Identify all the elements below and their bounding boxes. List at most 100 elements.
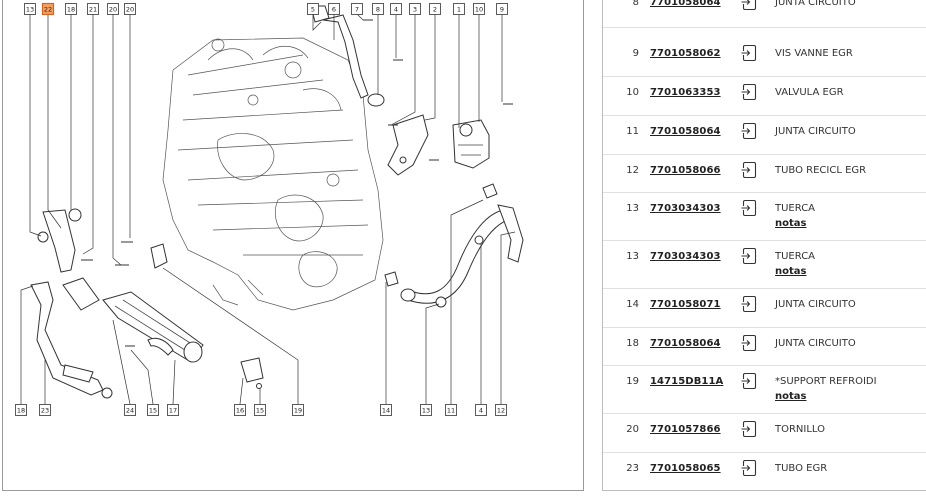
part-position-number: 12 xyxy=(626,165,639,176)
add-to-cart-icon[interactable] xyxy=(741,459,757,477)
part-description: TUERCA xyxy=(775,251,816,262)
callout-2[interactable]: 2 xyxy=(429,3,441,15)
callout-label: 3 xyxy=(413,6,417,14)
callout-15[interactable]: 15 xyxy=(147,404,159,416)
add-to-cart-icon[interactable] xyxy=(741,199,757,217)
callout-10[interactable]: 10 xyxy=(473,3,485,15)
add-to-cart-icon[interactable] xyxy=(741,161,757,179)
part-reference-link[interactable]: 7701058065 xyxy=(650,463,721,474)
part-position-number: 18 xyxy=(626,338,639,349)
callout-22[interactable]: 22 xyxy=(41,2,55,16)
callout-label: 2 xyxy=(433,6,437,14)
callout-18[interactable]: 18 xyxy=(15,404,27,416)
callout-label: 15 xyxy=(256,407,264,415)
callout-3[interactable]: 3 xyxy=(409,3,421,15)
notes-link[interactable]: notas xyxy=(775,391,807,402)
callout-19[interactable]: 19 xyxy=(292,404,304,416)
callout-label: 7 xyxy=(355,6,359,14)
part-reference-link[interactable]: 7703034303 xyxy=(650,251,721,262)
part-description: JUNTA CIRCUITO xyxy=(775,299,856,310)
callout-8[interactable]: 8 xyxy=(372,3,384,15)
part-position-number: 11 xyxy=(626,126,639,137)
parts-row: 14 7701058071 JUNTA CIRCUITO xyxy=(603,289,926,328)
callout-12[interactable]: 12 xyxy=(495,404,507,416)
callout-1[interactable]: 1 xyxy=(453,3,465,15)
engine-block-drawing xyxy=(162,37,384,311)
callout-label: 14 xyxy=(382,407,390,415)
callout-5[interactable]: 5 xyxy=(307,3,319,15)
part-reference-link[interactable]: 7701058064 xyxy=(650,0,721,8)
add-to-cart-icon[interactable] xyxy=(741,372,757,390)
callout-20[interactable]: 20 xyxy=(124,3,136,15)
part-description: *SUPPORT REFROIDI xyxy=(775,376,877,387)
callouts-top-right: 5 6 7 8 4 3 2 1 10 9 xyxy=(307,3,508,15)
parts-row: 19 14715DB11A *SUPPORT REFROIDI notas xyxy=(603,366,926,414)
part-position-number: 19 xyxy=(626,376,639,387)
part-position-number: 10 xyxy=(626,87,639,98)
callout-15[interactable]: 15 xyxy=(254,404,266,416)
callout-6[interactable]: 6 xyxy=(328,3,340,15)
part-position-number: 14 xyxy=(626,299,639,310)
part-description: TORNILLO xyxy=(775,424,826,435)
add-to-cart-icon[interactable] xyxy=(741,334,757,352)
parts-row: 11 7701058064 JUNTA CIRCUITO xyxy=(603,116,926,155)
callout-label: 4 xyxy=(394,6,398,14)
add-to-cart-icon[interactable] xyxy=(741,44,757,62)
add-to-cart-icon[interactable] xyxy=(741,247,757,265)
part-reference-link[interactable]: 7701057866 xyxy=(650,424,721,435)
part-reference-link[interactable]: 7701058064 xyxy=(650,126,721,137)
callout-14[interactable]: 14 xyxy=(380,404,392,416)
add-to-cart-icon[interactable] xyxy=(741,295,757,313)
support-bracket-drawing xyxy=(387,114,429,176)
callout-23[interactable]: 23 xyxy=(39,404,51,416)
notes-link[interactable]: notas xyxy=(775,266,807,277)
part-reference-link[interactable]: 7701058062 xyxy=(650,48,721,59)
callout-13[interactable]: 13 xyxy=(24,3,36,15)
part-description: JUNTA CIRCUITO xyxy=(775,126,856,137)
callout-16[interactable]: 16 xyxy=(234,404,246,416)
callout-7[interactable]: 7 xyxy=(351,3,363,15)
add-to-cart-icon[interactable] xyxy=(741,0,757,11)
callout-label: 5 xyxy=(311,6,315,14)
part-description: VALVULA EGR xyxy=(775,87,844,98)
callout-21[interactable]: 21 xyxy=(87,3,99,15)
egr-valve-drawing xyxy=(452,119,490,169)
part-position-number: 23 xyxy=(626,463,639,474)
bolts-drawing xyxy=(81,19,513,389)
part-reference-link[interactable]: 7701058064 xyxy=(650,338,721,349)
part-reference-link[interactable]: 7703034303 xyxy=(650,203,721,214)
add-to-cart-icon[interactable] xyxy=(741,420,757,438)
callout-label: 23 xyxy=(41,407,49,415)
callout-11[interactable]: 11 xyxy=(445,404,457,416)
callout-label: 10 xyxy=(475,6,483,14)
part-reference-link[interactable]: 14715DB11A xyxy=(650,376,724,387)
add-to-cart-icon[interactable] xyxy=(741,122,757,140)
callout-20[interactable]: 20 xyxy=(107,3,119,15)
part-reference-link[interactable]: 7701063353 xyxy=(650,87,721,98)
callout-4[interactable]: 4 xyxy=(475,404,487,416)
part-reference-link[interactable]: 7701058071 xyxy=(650,299,721,310)
add-to-cart-icon[interactable] xyxy=(741,83,757,101)
callout-label: 4 xyxy=(479,407,483,415)
callout-9[interactable]: 9 xyxy=(496,3,508,15)
callout-24[interactable]: 24 xyxy=(124,404,136,416)
callout-13[interactable]: 13 xyxy=(420,404,432,416)
egr-cooler-drawing xyxy=(62,277,204,363)
notes-link[interactable]: notas xyxy=(775,218,807,229)
part-reference-link[interactable]: 7701058066 xyxy=(650,165,721,176)
callout-17[interactable]: 17 xyxy=(167,404,179,416)
callout-label: 21 xyxy=(89,6,97,14)
callout-label: 24 xyxy=(126,407,134,415)
part-position-number: 8 xyxy=(632,0,639,8)
callout-18[interactable]: 18 xyxy=(65,3,77,15)
part-position-number: 13 xyxy=(626,203,639,214)
callout-4[interactable]: 4 xyxy=(390,3,402,15)
